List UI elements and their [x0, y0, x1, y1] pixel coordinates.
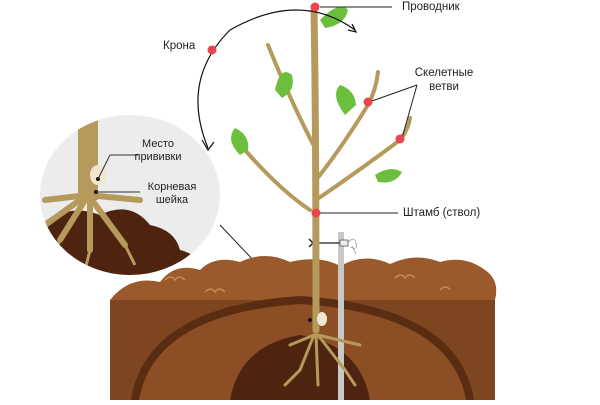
markers [207, 2, 418, 218]
marker-conductor [310, 2, 320, 12]
label-crown: Крона [163, 40, 196, 52]
label-skeletal-branches-2: ветви [429, 81, 459, 93]
label-conductor: Проводник [402, 1, 460, 13]
label-root-collar-1: Корневая [147, 181, 197, 193]
label-root-collar-2: шейка [155, 194, 189, 206]
crown-arc-arrow [197, 9, 356, 149]
label-skeletal-branches-1: Скелетные [414, 67, 474, 79]
label-graft-site-1: Место [142, 138, 174, 150]
leaves [231, 6, 402, 183]
marker-skeletal-1 [363, 97, 373, 107]
inset-graft-detail [40, 115, 220, 275]
marker-skeletal-2 [395, 134, 405, 144]
soil [110, 256, 497, 401]
marker-crown [207, 45, 217, 55]
marker-trunk [311, 208, 321, 218]
support-stake [338, 232, 344, 400]
label-trunk: Штамб (ствол) [403, 207, 481, 219]
label-graft-site-2: прививки [134, 151, 182, 163]
